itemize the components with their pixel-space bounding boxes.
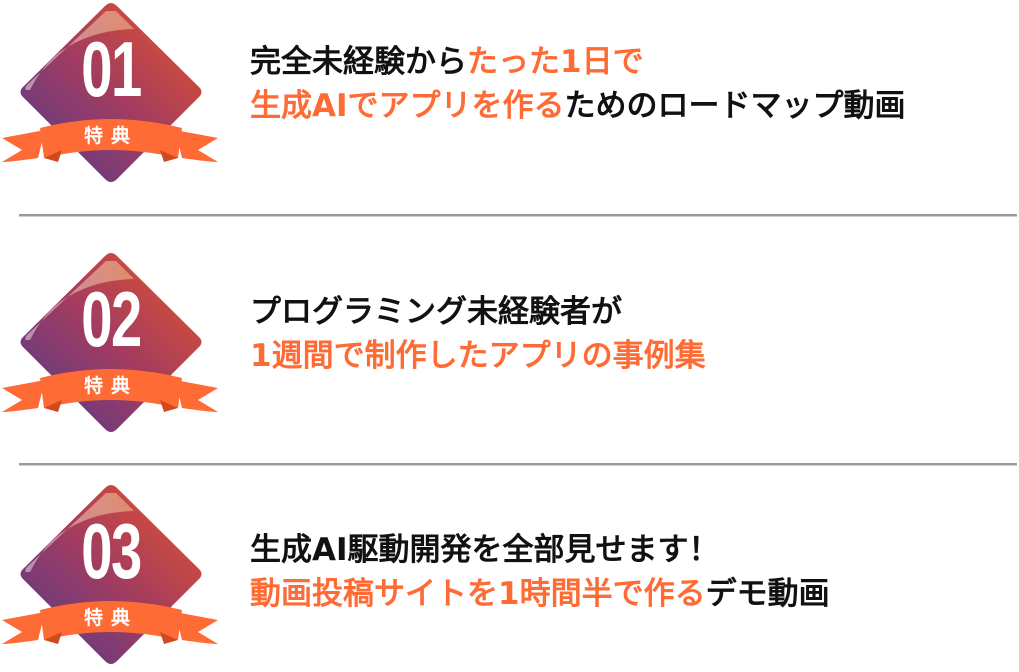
diamond-badge-icon: [2, 485, 218, 664]
title-highlight: 生成AIでアプリを作る: [250, 88, 565, 124]
bonus-item-3: 03 特典 生成AI駆動開発を全部見せます！ 動画投稿サイトを1時間半で作るデモ…: [0, 482, 1019, 672]
bonus-title-1: 完全未経験からたった1日で 生成AIでアプリを作るためのロードマップ動画: [250, 40, 906, 128]
bonus-item-2: 02 特典 プログラミング未経験者が 1週間で制作したアプリの事例集: [0, 250, 1019, 450]
divider: [19, 463, 1017, 466]
badge-number: 01: [81, 25, 142, 113]
title-line-2: 生成AIでアプリを作るためのロードマップ動画: [250, 84, 906, 128]
badge-number: 03: [81, 507, 142, 595]
diamond-badge-icon: [2, 3, 218, 182]
badge-label: 特典: [83, 125, 138, 147]
diamond-badge-icon: [2, 253, 218, 432]
title-segment: 生成AI駆動開発を全部見せます！: [250, 532, 720, 568]
title-highlight: 動画投稿サイトを1時間半で作る: [250, 576, 706, 612]
title-segment: プログラミング未経験者が: [250, 294, 622, 330]
title-segment: ためのロードマップ動画: [564, 88, 906, 124]
divider: [19, 214, 1017, 217]
badge-number: 02: [81, 275, 142, 363]
badge-label: 特典: [83, 607, 138, 629]
title-line-1: 生成AI駆動開発を全部見せます！: [250, 528, 830, 572]
bonus-title-2: プログラミング未経験者が 1週間で制作したアプリの事例集: [250, 290, 706, 378]
title-line-1: プログラミング未経験者が: [250, 290, 706, 334]
title-highlight: たった1日で: [467, 44, 644, 80]
title-segment: 完全未経験から: [250, 44, 467, 80]
title-line-2: 動画投稿サイトを1時間半で作るデモ動画: [250, 572, 830, 616]
bonus-badge-2: 02 特典: [0, 250, 222, 440]
badge-label: 特典: [83, 375, 138, 397]
title-line-2: 1週間で制作したアプリの事例集: [250, 334, 706, 378]
bonus-item-1: 01 特典 完全未経験からたった1日で 生成AIでアプリを作るためのロードマップ…: [0, 0, 1019, 200]
bonus-title-3: 生成AI駆動開発を全部見せます！ 動画投稿サイトを1時間半で作るデモ動画: [250, 528, 830, 616]
title-line-1: 完全未経験からたった1日で: [250, 40, 906, 84]
bonus-badge-3: 03 特典: [0, 482, 222, 672]
title-highlight: 1週間で制作したアプリの事例集: [250, 338, 706, 374]
bonus-badge-1: 01 特典: [0, 0, 222, 190]
title-segment: デモ動画: [705, 576, 830, 612]
